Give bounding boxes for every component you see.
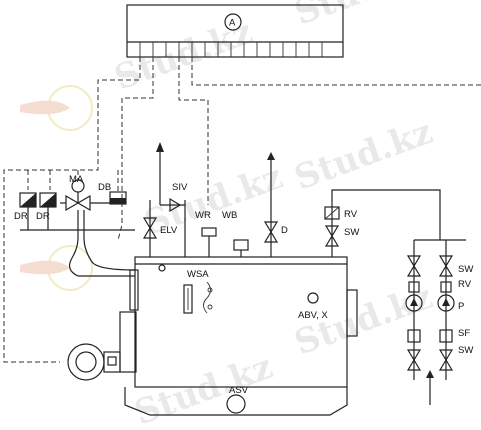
asv-valve bbox=[226, 394, 246, 414]
label-abv: ABV, X bbox=[298, 310, 328, 321]
label-db: DB bbox=[98, 182, 111, 193]
controller-symbol bbox=[224, 13, 242, 31]
label-wb: WB bbox=[222, 210, 237, 221]
label-dr2: DR bbox=[36, 211, 50, 222]
label-siv: SIV bbox=[172, 182, 188, 193]
watermark-logo-2 bbox=[20, 245, 93, 291]
label-sw-r2: SW bbox=[458, 345, 473, 356]
label-ma: MA bbox=[69, 174, 84, 185]
controller-label: A bbox=[229, 18, 236, 29]
watermark-logo-group bbox=[20, 85, 93, 291]
label-sf-r: SF bbox=[458, 328, 470, 339]
pump-group: SW RV P SF SW bbox=[405, 239, 473, 405]
wsa-sight-glass bbox=[183, 284, 193, 314]
watermark-1: Stud.kz bbox=[109, 12, 257, 99]
label-dr1: DR bbox=[14, 211, 28, 222]
controller-box: A bbox=[126, 4, 344, 58]
label-rv-top: RV bbox=[344, 209, 358, 220]
label-sw-top: SW bbox=[344, 227, 359, 238]
label-wr: WR bbox=[195, 210, 211, 221]
label-wsa: WSA bbox=[187, 269, 209, 280]
boiler-body: WSA ABV, X ASV bbox=[119, 256, 358, 416]
label-asv: ASV bbox=[229, 385, 249, 396]
burner bbox=[67, 343, 121, 381]
fuel-line bbox=[68, 210, 135, 277]
label-p-r: P bbox=[458, 301, 464, 312]
left-equipment: MA DB DR DR bbox=[14, 174, 136, 277]
label-rv-r: RV bbox=[458, 279, 472, 290]
watermark-4: Stud.kz bbox=[289, 112, 437, 199]
label-d: D bbox=[281, 225, 288, 236]
label-sw-r: SW bbox=[458, 264, 473, 275]
watermark-6: Stud.kz bbox=[129, 347, 277, 430]
watermark-group: Stud.kz Stud.kz Stud.kz Stud.kz Stud.kz … bbox=[109, 0, 437, 430]
abv-port bbox=[307, 292, 319, 304]
top-fittings: ELV SIV WR WB D bbox=[142, 142, 288, 257]
feedwater-top: RV SW bbox=[324, 189, 441, 257]
label-elv: ELV bbox=[160, 225, 178, 236]
watermark-logo-1 bbox=[20, 85, 93, 131]
